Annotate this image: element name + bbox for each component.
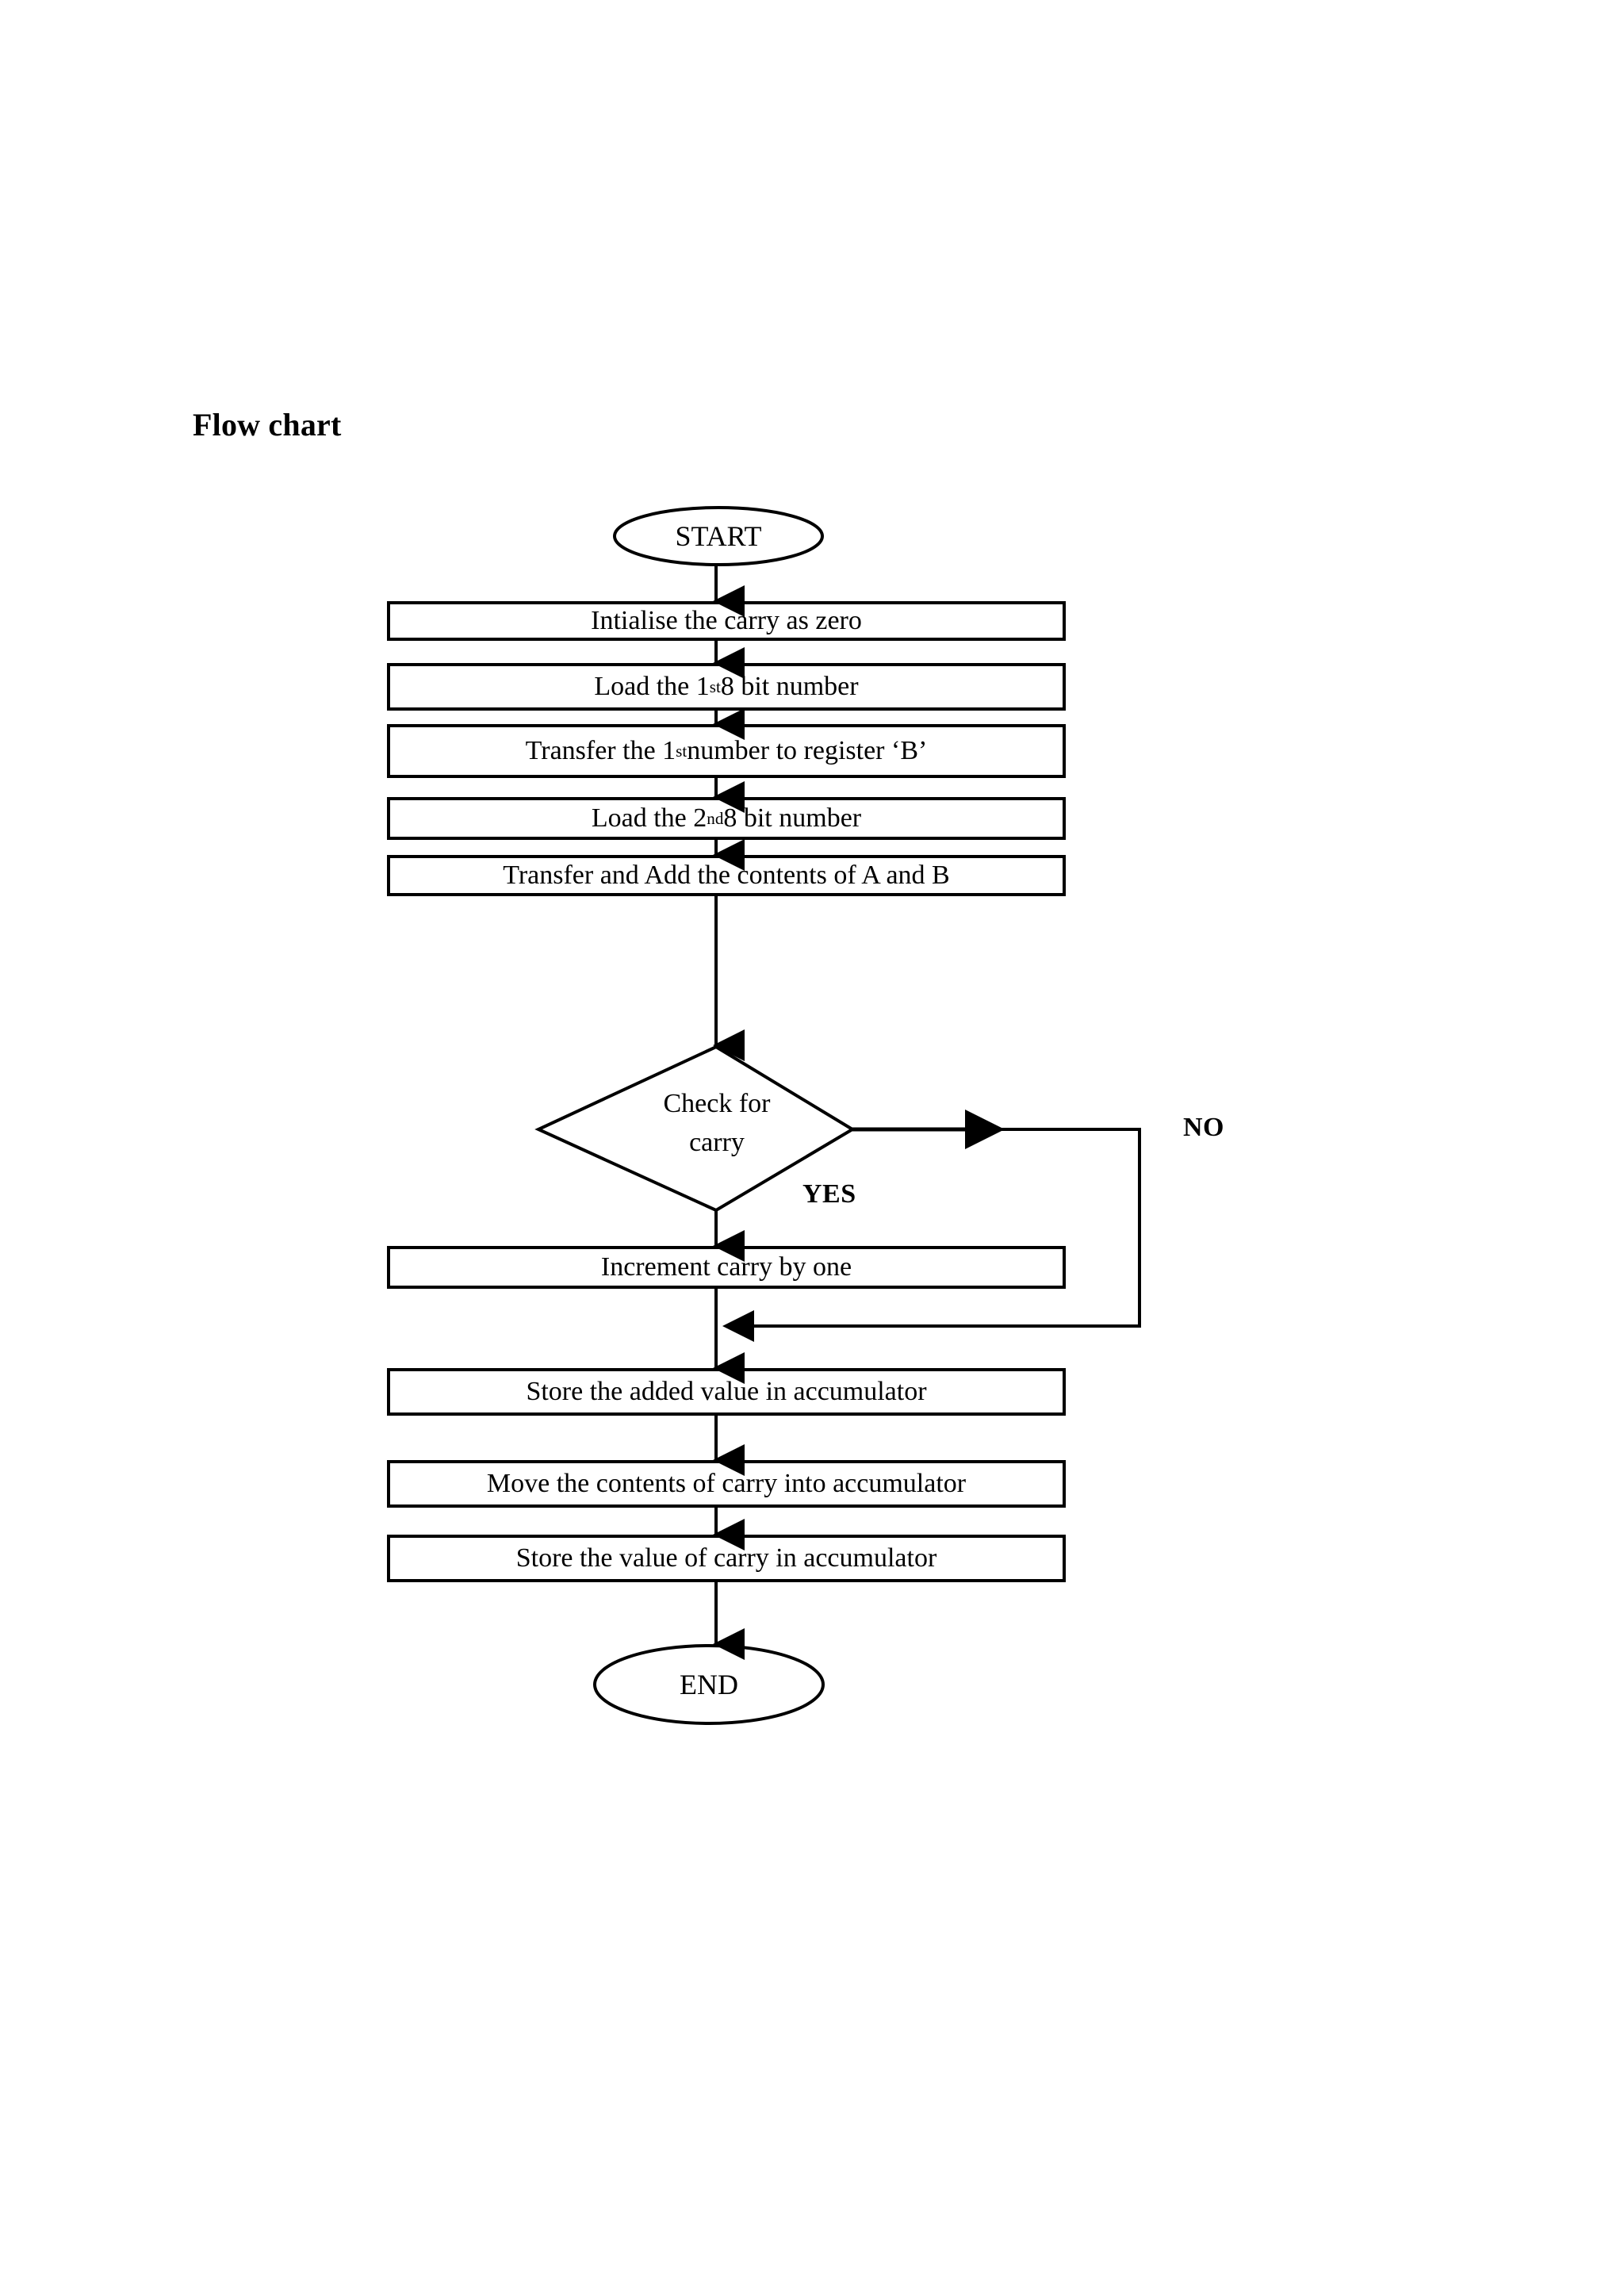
node-load1-text-before: Load the 1 [594, 671, 710, 701]
node-end-label: END [680, 1668, 738, 1700]
page-title: Flow chart [193, 407, 342, 443]
node-movecarry-label: Move the contents of carry into accumula… [486, 1468, 967, 1498]
node-load2-text-before: Load the 2 [591, 803, 707, 833]
edge-label-yes: YES [802, 1179, 856, 1209]
node-transfer1-text-before: Transfer the 1 [525, 735, 676, 765]
node-addab-label: Transfer and Add the contents of A and B [503, 860, 950, 890]
node-init-label: Intialise the carry as zero [591, 605, 862, 635]
node-inccarry-label: Increment carry by one [600, 1251, 852, 1282]
node-load2-text-after: 8 bit number [723, 803, 862, 833]
edge-label-no: NO [1183, 1113, 1224, 1142]
node-transfer1-text-after: number to register ‘B’ [687, 735, 928, 765]
node-checkcarry-label-line1: Check for [663, 1089, 771, 1118]
node-checkcarry-label: Check for carry [586, 1076, 848, 1192]
node-end-shape [593, 1644, 825, 1725]
edge-no-bypass-path [722, 1128, 1141, 1342]
node-storeadd-label: Store the added value in accumulator [526, 1376, 927, 1406]
node-load1-text-after: 8 bit number [720, 671, 859, 701]
node-start-label: START [675, 519, 762, 552]
node-checkcarry-label-line2: carry [689, 1128, 745, 1158]
node-storecarry-label: Store the value of carry in accumulator [515, 1543, 937, 1573]
node-start-shape [613, 506, 824, 566]
